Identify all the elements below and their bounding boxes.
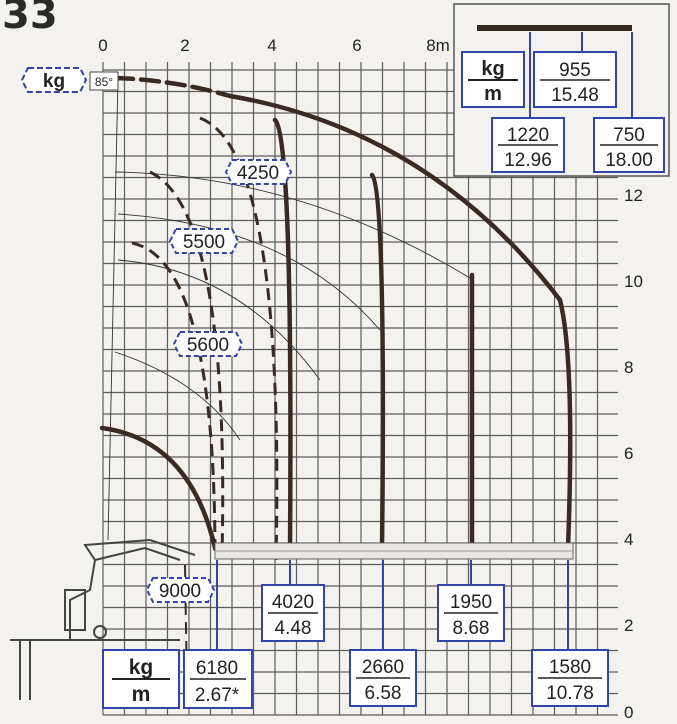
bottom-labels: 6180 2.67* 4020 4.48 2660 6.58 1950 8.68… — [183, 584, 609, 709]
crane-arm — [94, 546, 181, 561]
y-tick: 6 — [624, 444, 633, 463]
model-mark: 33 — [2, 0, 58, 38]
svg-text:5600: 5600 — [187, 335, 229, 356]
svg-text:4250: 4250 — [237, 163, 279, 184]
arc-labels: 4250 5500 5600 9000 — [145, 159, 293, 603]
arc-label: 5500 — [168, 228, 240, 254]
x-tick: 4 — [267, 36, 276, 55]
y-tick: 12 — [624, 186, 643, 205]
y-tick: 8 — [624, 358, 633, 377]
svg-text:2660: 2660 — [362, 657, 404, 678]
svg-text:15.48: 15.48 — [551, 85, 599, 106]
svg-text:9000: 9000 — [159, 581, 201, 602]
bottom-label: 1950 8.68 — [437, 584, 505, 642]
reach-arc — [117, 213, 381, 331]
svg-text:4020: 4020 — [272, 592, 314, 613]
dashed-curve — [131, 241, 217, 557]
unit-box: kg m — [102, 649, 180, 709]
bottom-label: 4020 4.48 — [261, 584, 325, 642]
svg-text:5500: 5500 — [183, 232, 225, 253]
reach-arcs — [107, 77, 471, 541]
top-envelope-curve — [112, 75, 233, 99]
reach-arc — [114, 351, 241, 441]
x-tick: 0 — [98, 36, 107, 55]
svg-text:2.67*: 2.67* — [195, 685, 240, 706]
y-tick: 2 — [624, 616, 633, 635]
bottom-label: 6180 2.67* — [183, 649, 253, 709]
svg-text:4.48: 4.48 — [275, 618, 312, 639]
svg-text:8.68: 8.68 — [453, 618, 490, 639]
dashed-curves — [131, 116, 279, 691]
reach-arc — [114, 171, 471, 279]
bottom-label: 1580 10.78 — [531, 649, 609, 707]
crane-frame — [10, 639, 180, 700]
angle-label: 85° — [95, 75, 113, 89]
svg-text:1950: 1950 — [450, 592, 492, 613]
envelope-curve — [272, 117, 293, 551]
angle-box — [89, 71, 119, 91]
svg-text:12.96: 12.96 — [504, 150, 552, 171]
bottom-label: 2660 6.58 — [349, 649, 417, 707]
svg-text:1220: 1220 — [507, 125, 549, 146]
svg-text:kg: kg — [481, 58, 504, 80]
base-strip — [214, 542, 574, 560]
y-tick: 0 — [624, 703, 633, 722]
svg-text:6180: 6180 — [196, 658, 238, 679]
y-tick: 4 — [624, 530, 633, 549]
unit-hexagon — [20, 67, 88, 93]
arc-label: 9000 — [145, 577, 216, 603]
svg-text:m: m — [484, 83, 502, 105]
inner-envelope-curve — [99, 425, 218, 551]
y-tick: 10 — [624, 272, 643, 291]
svg-text:750: 750 — [613, 125, 645, 146]
outer-envelope-curve — [227, 93, 573, 551]
boom-limit-line — [107, 77, 119, 541]
dashed-curve — [199, 116, 279, 561]
svg-text:18.00: 18.00 — [605, 150, 653, 171]
reach-arc — [117, 259, 321, 381]
x-tick: 2 — [180, 36, 189, 55]
x-axis-ticks: 0 2 4 6 8m — [98, 36, 450, 55]
leader-lines — [216, 560, 569, 650]
arc-label: 4250 — [224, 159, 293, 185]
crane-illustration — [10, 538, 196, 700]
crane-column — [64, 589, 86, 631]
svg-text:1580: 1580 — [549, 657, 591, 678]
extension-inset: kg m 955 15.48 1220 12.96 750 18.00 — [453, 3, 670, 177]
x-tick: 6 — [352, 36, 361, 55]
top-left-unit: kg 85° — [20, 67, 119, 93]
dashed-curve — [149, 170, 225, 557]
crane-joint — [93, 625, 107, 639]
svg-text:6.58: 6.58 — [365, 683, 402, 704]
envelope-curves — [99, 75, 573, 551]
svg-text:955: 955 — [559, 60, 591, 81]
unit-top: kg — [129, 656, 154, 679]
unit-label: kg — [43, 71, 65, 92]
arc-label: 5600 — [172, 331, 244, 357]
y-axis-ticks: 0 2 4 6 8 10 12 — [624, 186, 643, 722]
x-tick: 8m — [426, 36, 450, 55]
svg-text:10.78: 10.78 — [546, 683, 594, 704]
envelope-curve — [369, 172, 386, 551]
unit-bottom: m — [132, 683, 151, 706]
